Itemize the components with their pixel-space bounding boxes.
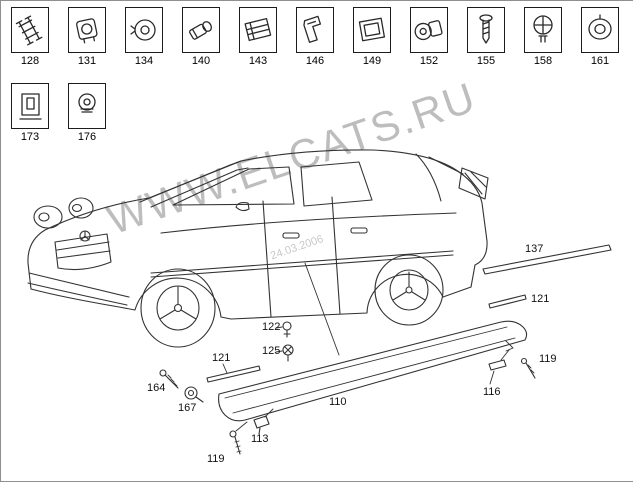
callout-164[interactable]: 164 (147, 382, 165, 394)
part-thumb-155[interactable]: 155 (465, 7, 507, 67)
part-146-box (296, 7, 334, 53)
callout-119-right[interactable]: 119 (539, 353, 557, 365)
part-134-box (125, 7, 163, 53)
part-155-box (467, 7, 505, 53)
push-rivet-icon (533, 15, 553, 43)
part-140-box (182, 7, 220, 53)
trim-parts (159, 244, 612, 455)
sill-end-tab (505, 340, 514, 352)
part-131-box (68, 7, 106, 53)
leader-125 (275, 350, 283, 353)
slotted-clip-icon (244, 17, 272, 42)
part-number: 140 (191, 55, 211, 67)
part-clip-113[interactable] (253, 415, 270, 435)
angle-bracket-icon (303, 15, 322, 43)
leader-113 (264, 408, 274, 418)
part-number: 134 (134, 55, 154, 67)
nut-grommet-icon (78, 93, 96, 113)
leader-119-bottom (235, 421, 248, 432)
part-143-box (239, 7, 277, 53)
callout-122[interactable]: 122 (262, 321, 280, 333)
callout-137[interactable]: 137 (525, 243, 543, 255)
part-clip-122[interactable] (282, 321, 292, 338)
part-number: 173 (20, 131, 40, 143)
part-thumb-173[interactable]: 173 (9, 83, 51, 143)
slot-clip-icon (19, 93, 42, 120)
part-strip-121-right[interactable] (488, 294, 527, 309)
part-176-box (68, 83, 106, 129)
part-number: 131 (77, 55, 97, 67)
part-thumb-131[interactable]: 131 (66, 7, 108, 67)
leader-line-main (304, 262, 340, 356)
part-thumb-146[interactable]: 146 (294, 7, 336, 67)
part-149-box (353, 7, 391, 53)
callout-116[interactable]: 116 (483, 386, 501, 398)
callout-113[interactable]: 113 (251, 433, 269, 445)
part-grommet-167[interactable] (184, 386, 204, 403)
thumbnail-row-2: 173 176 (9, 83, 108, 143)
part-128-box (11, 7, 49, 53)
callout-110[interactable]: 110 (329, 396, 347, 408)
part-thumb-176[interactable]: 176 (66, 83, 108, 143)
frame-clip-icon (358, 17, 386, 42)
part-number: 176 (77, 131, 97, 143)
part-screw-164[interactable] (159, 369, 179, 389)
part-161-box (581, 7, 619, 53)
part-number: 143 (248, 55, 268, 67)
car-illustration (27, 149, 489, 348)
round-socket-clip-icon (414, 20, 443, 41)
part-thumb-143[interactable]: 143 (237, 7, 279, 67)
square-clip-icon (76, 18, 98, 44)
part-screw-119-right[interactable] (520, 357, 536, 379)
sill-detail-lines (224, 326, 516, 414)
part-158-box (524, 7, 562, 53)
leader-116 (489, 349, 510, 385)
part-number: 161 (590, 55, 610, 67)
callout-167[interactable]: 167 (178, 402, 196, 414)
rail-clip-icon (15, 15, 43, 46)
part-number: 158 (533, 55, 553, 67)
part-bracket-116[interactable] (488, 359, 507, 371)
callout-121-left[interactable]: 121 (212, 352, 230, 364)
part-thumb-152[interactable]: 152 (408, 7, 450, 67)
part-clip-125[interactable] (282, 344, 294, 362)
part-173-box (11, 83, 49, 129)
callout-121-right[interactable]: 121 (531, 293, 549, 305)
part-strip-137[interactable] (482, 244, 612, 275)
part-thumb-161[interactable]: 161 (579, 7, 621, 67)
thumbnail-row-1: 128 131 13 (9, 7, 621, 67)
callout-119-bottom[interactable]: 119 (207, 453, 225, 465)
part-thumb-158[interactable]: 158 (522, 7, 564, 67)
part-strip-121-left[interactable] (206, 365, 261, 383)
part-number: 149 (362, 55, 382, 67)
ring-grommet-icon (588, 14, 612, 40)
part-number: 155 (476, 55, 496, 67)
callout-labels: 137 121 122 125 121 164 167 110 116 119 … (147, 243, 557, 465)
part-thumb-149[interactable]: 149 (351, 7, 393, 67)
part-thumb-140[interactable]: 140 (180, 7, 222, 67)
round-grommet-icon (130, 19, 156, 41)
part-sill-110[interactable] (218, 320, 528, 422)
part-number: 146 (305, 55, 325, 67)
part-thumb-134[interactable]: 134 (123, 7, 165, 67)
cylinder-clip-icon (189, 21, 212, 40)
part-screw-119-bottom[interactable] (229, 430, 242, 455)
callout-125[interactable]: 125 (262, 345, 280, 357)
leader-122 (275, 326, 283, 329)
leader-121-left (222, 363, 228, 374)
part-thumb-128[interactable]: 128 (9, 7, 51, 67)
part-152-box (410, 7, 448, 53)
screw-icon (479, 14, 493, 44)
part-number: 152 (419, 55, 439, 67)
part-number: 128 (20, 55, 40, 67)
